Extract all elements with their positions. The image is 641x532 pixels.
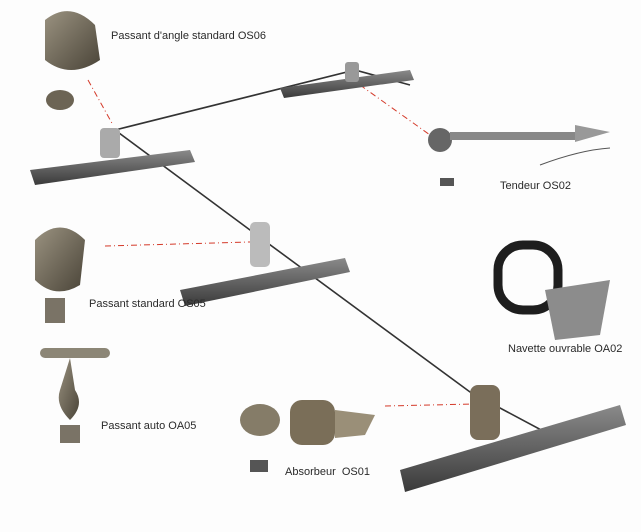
passant-angle-os06-image	[45, 11, 100, 110]
navette-oa02-image	[493, 240, 610, 340]
label-passant-standard-os05: Passant standard OS05	[89, 298, 206, 310]
passant-standard-os05-image	[35, 227, 85, 323]
tendeur-os02-image	[428, 125, 611, 186]
bracket-middle	[180, 222, 350, 306]
label-passant-angle-os06: Passant d'angle standard OS06	[111, 30, 266, 42]
bracket-top-left	[30, 128, 195, 185]
label-tendeur-os02: Tendeur OS02	[500, 180, 571, 192]
absorbeur-os01-image	[240, 400, 375, 472]
label-absorbeur-os01: Absorbeur OS01	[285, 466, 370, 478]
label-navette-oa02: Navette ouvrable OA02	[508, 343, 623, 355]
bracket-bottom-right	[400, 385, 626, 492]
leader-lines	[87, 79, 476, 407]
passant-auto-oa05-image	[40, 348, 110, 443]
cable	[114, 69, 561, 441]
bracket-top-right	[280, 62, 414, 98]
label-passant-auto-oa05: Passant auto OA05	[101, 420, 197, 432]
